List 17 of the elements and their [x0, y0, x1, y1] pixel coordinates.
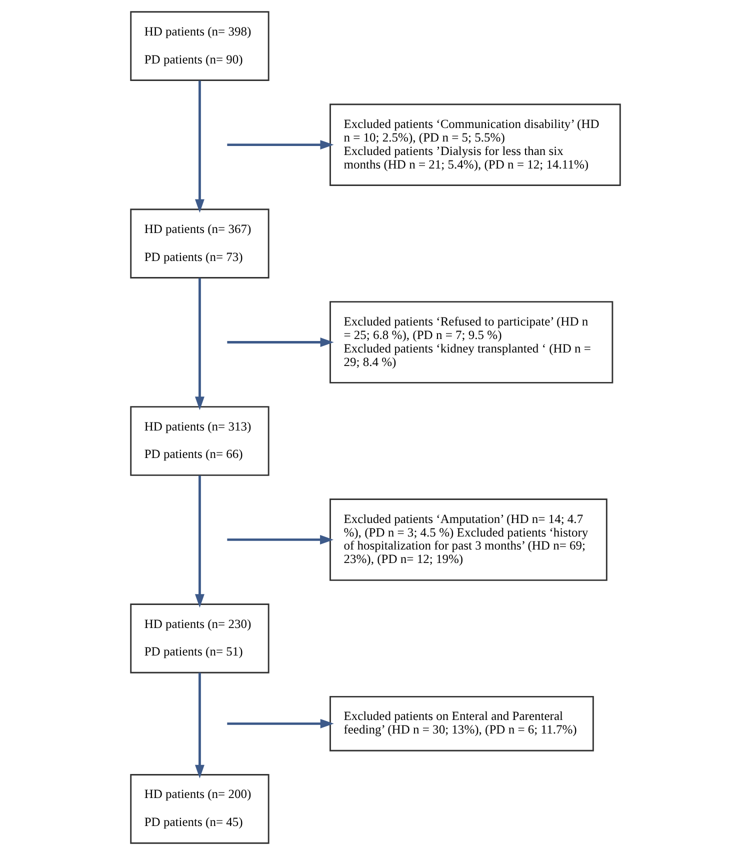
- arrow: [226, 338, 334, 347]
- node-box: Excluded patients on Enteral and Parenteral feeding’ (HD n = 30; 13%), (PD n = 6; 11.7%): [329, 696, 594, 752]
- arrow: [194, 476, 204, 608]
- node-box: HD patients (n= 200) PD patients (n= 45): [130, 774, 269, 844]
- node-box: HD patients (n= 313) PD patients (n= 66): [130, 406, 269, 476]
- arrow: [226, 140, 334, 150]
- node-box: HD patients (n= 230) PD patients (n= 51): [130, 604, 269, 674]
- arrow: [194, 278, 204, 410]
- node-box: HD patients (n= 398) PD patients (n= 90): [130, 11, 269, 81]
- arrow: [194, 80, 204, 213]
- node-box: Excluded patients ‘Refused to participate’ (HD n = 25; 6.8 %), (PD n = 7; 9.5 %) Excluded patients ‘kidney transplanted ‘ (HD n = 29; 8.4 %): [329, 301, 613, 384]
- arrow: [226, 718, 334, 728]
- node-box: Excluded patients ‘Communication disability’ (HD n = 10; 2.5%), (PD n = 5; 5.5%) Excluded patients ’Dialysis for less than six months (HD n = 21; 5.4%), (PD n = 12; 14.11%): [329, 104, 620, 186]
- node-box: HD patients (n= 367) PD patients (n= 73): [130, 208, 269, 278]
- arrow: [226, 534, 334, 544]
- arrow: [194, 672, 204, 778]
- node-box: Excluded patients ‘Amputation’ (HD n= 14; 4.7 %), (PD n = 3; 4.5 %) Excluded patients ‘history of hospitalization for past 3 months’ (HD n= 69; 23%), (PD n= 12; 19%): [329, 498, 607, 581]
